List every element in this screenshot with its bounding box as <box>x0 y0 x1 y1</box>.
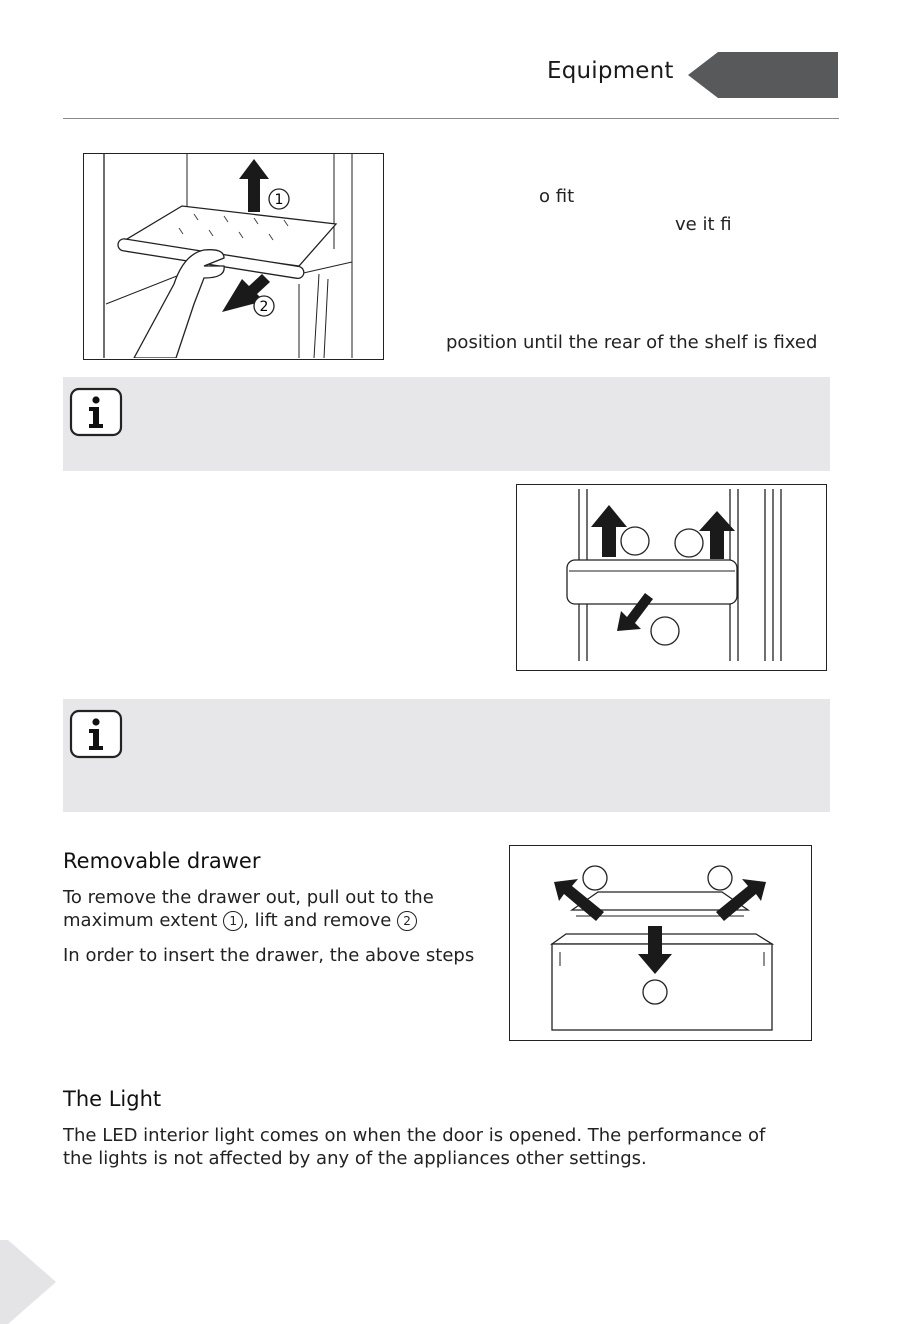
light-description: The LED interior light comes on when the… <box>63 1124 853 1170</box>
page-corner-tab <box>0 1240 56 1324</box>
shelf-illustration: 1 2 <box>103 154 353 359</box>
drawer-line-2-mid: , lift and remove <box>243 910 398 931</box>
figure-label-1: 1 <box>275 192 284 208</box>
drawer-instructions: To remove the drawer out, pull out to th… <box>63 886 493 967</box>
info-icon <box>69 709 123 759</box>
page-section-title: Equipment <box>547 58 674 84</box>
section-tab <box>688 52 838 98</box>
section-heading-light: The Light <box>63 1087 162 1111</box>
shelf-text-fragment-3: position until the rear of the shelf is … <box>446 332 818 353</box>
header-divider <box>63 118 839 119</box>
shelf-removal-figure: 1 2 <box>83 153 384 360</box>
figure-label-2: 2 <box>260 299 269 315</box>
drawer-line-1: To remove the drawer out, pull out to th… <box>63 887 434 908</box>
shelf-text-fragment-1: o fit <box>539 186 575 207</box>
step-number-1: 1 <box>223 911 244 931</box>
drawer-illustration <box>549 865 775 1031</box>
light-line-2: the lights is not affected by any of the… <box>63 1148 647 1169</box>
door-rack-figure <box>516 484 827 671</box>
shelf-text-fragment-2: ve it fi <box>675 214 732 235</box>
drawer-line-2: maximum extent 1, lift and remove 2 <box>63 909 493 932</box>
info-note <box>63 377 830 471</box>
door-rack-illustration <box>566 489 782 661</box>
drawer-line-2-start: maximum extent <box>63 910 224 931</box>
info-icon <box>69 387 123 437</box>
info-note <box>63 699 830 812</box>
section-heading-drawer: Removable drawer <box>63 849 261 873</box>
step-number-2: 2 <box>397 911 418 931</box>
light-line-1: The LED interior light comes on when the… <box>63 1125 766 1146</box>
drawer-figure <box>509 845 812 1041</box>
drawer-line-3: In order to insert the drawer, the above… <box>63 945 475 966</box>
